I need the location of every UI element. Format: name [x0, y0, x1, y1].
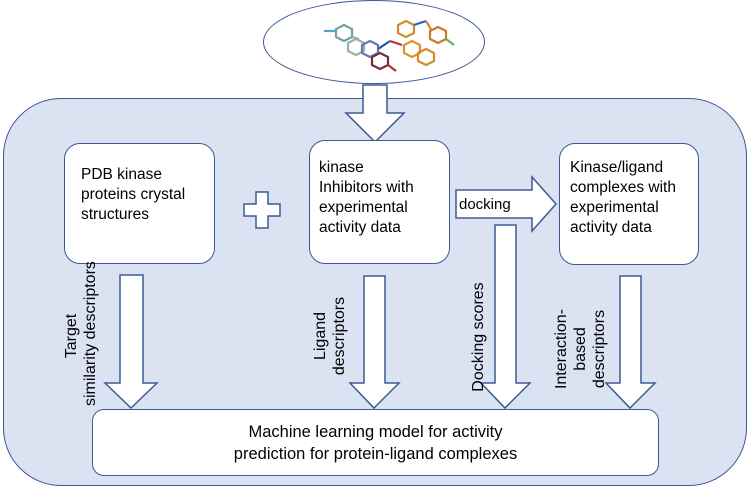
- complex-box-line: activity data: [570, 219, 652, 236]
- ligand-descriptors-line: descriptors: [331, 296, 348, 376]
- ml-model-box: Machine learning model for activity pred…: [92, 409, 659, 476]
- target-descriptors-line: similarity descriptors: [82, 261, 99, 406]
- pdb-box-line: PDB kinase: [81, 166, 162, 183]
- ml-box-line: Machine learning model for activity: [248, 423, 503, 441]
- docking-scores-line: Docking scores: [470, 282, 487, 392]
- docking-scores-label: Docking scores: [469, 277, 489, 397]
- complex-box-line: complexes with: [570, 179, 676, 196]
- inhibitor-box-line: activity data: [319, 219, 401, 236]
- complex-box-line: experimental: [570, 199, 659, 216]
- molecule-structure-icon: [324, 19, 455, 72]
- inhibitor-box-line: experimental: [319, 199, 408, 216]
- kinase-ligand-complexes-box: Kinase/ligand complexes with experimenta…: [559, 143, 699, 265]
- interaction-descriptors-line: descriptors: [591, 309, 608, 389]
- interaction-descriptors-label: Interaction- based descriptors: [552, 299, 610, 399]
- kinase-inhibitors-box: kinase Inhibitors with experimental acti…: [309, 140, 450, 264]
- docking-label: docking: [459, 196, 511, 213]
- plus-icon: [243, 191, 281, 229]
- pdb-box-line: proteins crystal: [81, 186, 186, 203]
- down-arrow-docking: [479, 224, 532, 410]
- ml-box-line: prediction for protein-ligand complexes: [233, 445, 518, 463]
- down-arrow-interaction: [604, 275, 657, 410]
- interaction-descriptors-line: Interaction-: [553, 308, 570, 390]
- inhibitor-box-line: Inhibitors with: [319, 179, 414, 196]
- ligand-descriptors-line: Ligand: [312, 311, 329, 361]
- ligand-descriptors-label: Ligand descriptors: [311, 286, 351, 386]
- interaction-descriptors-line: based: [572, 327, 589, 371]
- docking-arrow: [455, 175, 558, 233]
- down-arrow-target: [103, 274, 159, 410]
- ligand-ellipse: [263, 0, 485, 84]
- pdb-box-line: structures: [81, 206, 150, 223]
- pdb-structures-box: PDB kinase proteins crystal structures: [64, 143, 215, 264]
- down-arrow-ligand: [344, 84, 406, 144]
- complex-box-line: Kinase/ligand: [570, 159, 664, 176]
- target-descriptors-line: Target: [63, 313, 80, 359]
- inhibitor-box-line: kinase: [319, 159, 364, 176]
- target-descriptors-label: Target similarity descriptors: [62, 261, 102, 406]
- down-arrow-ligand-desc: [348, 275, 401, 410]
